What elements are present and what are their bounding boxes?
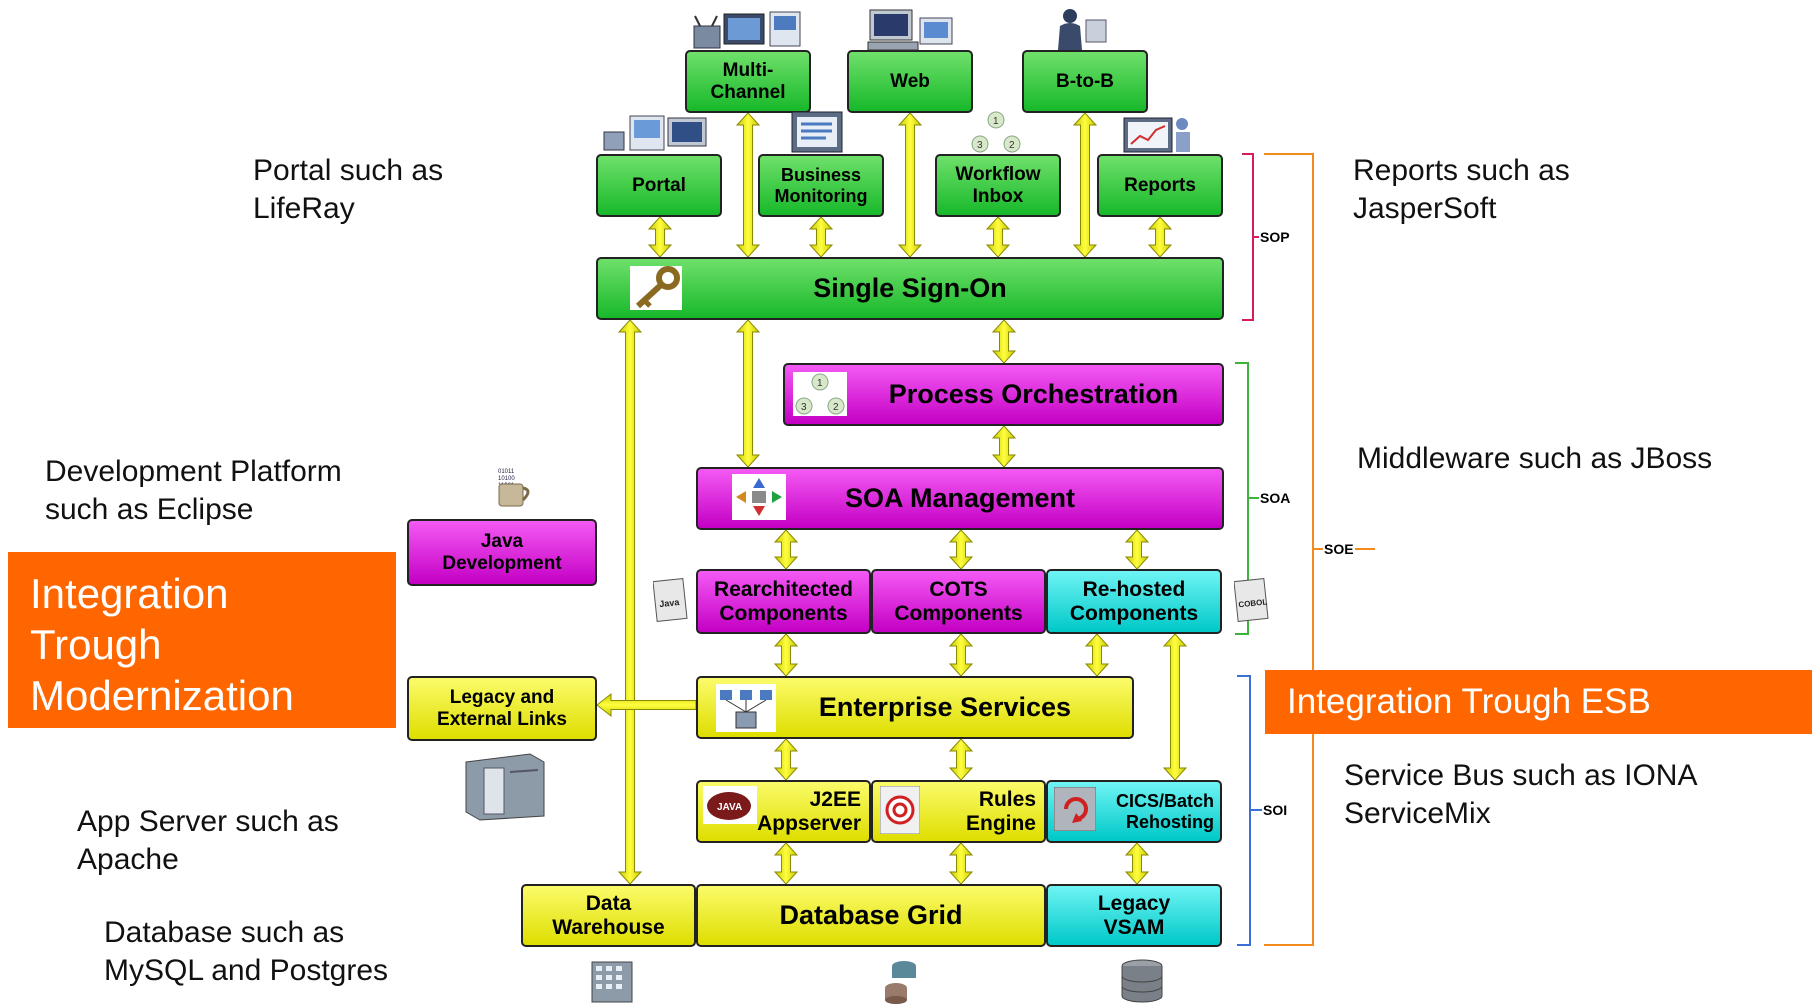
soa-management-icon: [732, 474, 786, 520]
database-grid-box[interactable]: Database Grid: [696, 884, 1046, 947]
b2b-box[interactable]: B-to-B: [1022, 50, 1148, 113]
arrow-portal-sso: [647, 216, 673, 258]
arrow-orchestration-soa: [991, 425, 1017, 468]
sop-label: SOP: [1259, 229, 1291, 245]
arrow-b2b-sso: [1072, 112, 1098, 258]
arrow-soa-rehosted: [1124, 529, 1150, 570]
arrow-soa-cots: [948, 529, 974, 570]
cots-components-box[interactable]: COTS Components: [871, 569, 1046, 634]
arrow-warehouse-sso: [617, 319, 643, 885]
java-mug-text: JAVA: [717, 802, 742, 813]
java-document-icon: Java: [653, 578, 688, 622]
database-annotation: Database such as MySQL and Postgres: [104, 916, 389, 988]
dev-platform-annotation: Development Platform such as Eclipse: [45, 455, 342, 527]
soa-label: SOA: [1259, 490, 1292, 506]
database-cluster-icon: [885, 961, 916, 1004]
arrow-es-j2ee: [773, 738, 799, 781]
desktop-computer-icon: [867, 9, 953, 51]
portal-box[interactable]: Portal: [596, 154, 722, 217]
cobol-doc-text: COBOL: [1238, 597, 1268, 609]
soi-bracket: [1237, 675, 1263, 946]
key-icon: [630, 266, 682, 310]
process-orchestration-box[interactable]: Process Orchestration: [783, 363, 1224, 426]
esb-banner: Integration Trough ESB: [1265, 670, 1812, 734]
multichannel-box[interactable]: Multi- Channel: [685, 50, 811, 113]
rules-target-icon: [880, 786, 920, 834]
enterprise-network-icon: [716, 684, 776, 732]
arrow-rules-db: [948, 842, 974, 885]
middleware-annotation: Middleware such as JBoss: [1357, 442, 1713, 475]
java-coffee-icon: JAVA: [703, 786, 757, 824]
svg-text:1: 1: [817, 378, 823, 389]
arrow-es-rules: [948, 738, 974, 781]
data-warehouse-box[interactable]: Data Warehouse: [521, 884, 696, 947]
soi-label: SOI: [1262, 802, 1289, 818]
office-building-icon: [591, 961, 633, 1003]
java-doc-text: Java: [659, 597, 681, 609]
web-box[interactable]: Web: [847, 50, 973, 113]
svg-text:3: 3: [801, 402, 807, 413]
cobol-document-icon: COBOL: [1234, 578, 1269, 622]
tv-monitor-icon: [693, 11, 801, 49]
arrow-rehosted-es: [1084, 633, 1110, 677]
monitoring-screen-icon: [791, 111, 843, 153]
single-sign-on-box[interactable]: Single Sign-On: [596, 257, 1224, 320]
arrow-soa-rearch: [773, 529, 799, 570]
arrow-cots-es: [948, 633, 974, 677]
orchestration-cycle-icon: 1 3 2: [793, 372, 847, 416]
arrow-sso-orchestration: [991, 319, 1017, 364]
arrow-cics-vsam: [1124, 842, 1150, 885]
server-rack-icon: [465, 753, 545, 821]
svg-text:1: 1: [993, 116, 999, 127]
arrow-rehosted-cics: [1162, 633, 1188, 781]
arrow-rearch-es: [773, 633, 799, 677]
java-development-box[interactable]: Java Development: [407, 519, 597, 586]
database-cylinder-icon: [1121, 959, 1163, 1003]
workflow-inbox-box[interactable]: Workflow Inbox: [935, 154, 1061, 217]
arrow-monitoring-sso: [808, 216, 834, 258]
svg-text:2: 2: [1009, 140, 1015, 151]
arrow-sso-soamgmt: [735, 319, 761, 468]
rearchitected-components-box[interactable]: Rearchitected Components: [696, 569, 871, 634]
service-bus-annotation: Service Bus such as IONA ServiceMix: [1344, 759, 1698, 831]
arrow-j2ee-db: [773, 842, 799, 885]
rehosting-cycle-icon: [1054, 787, 1096, 831]
portal-devices-icon: [603, 115, 707, 151]
app-server-annotation: App Server such as Apache: [77, 805, 339, 877]
arrow-workflow-sso: [985, 216, 1011, 258]
workflow-cycle-icon: 1 3 2: [971, 111, 1021, 153]
legacy-external-links-box[interactable]: Legacy and External Links: [407, 676, 597, 741]
arrow-multichannel-sso: [735, 112, 761, 258]
soe-label: SOE: [1323, 541, 1355, 557]
business-person-icon: [1058, 9, 1107, 50]
reports-chart-icon: [1123, 117, 1190, 153]
arrow-reports-sso: [1147, 216, 1173, 258]
coffee-mug-icon: 010111010011001: [498, 469, 530, 507]
portal-annotation: Portal such as LifeRay: [253, 154, 444, 226]
legacy-vsam-box[interactable]: Legacy VSAM: [1046, 884, 1222, 947]
rehosted-components-box[interactable]: Re-hosted Components: [1046, 569, 1222, 634]
reports-box[interactable]: Reports: [1097, 154, 1223, 217]
svg-text:3: 3: [977, 140, 983, 151]
svg-text:2: 2: [833, 402, 839, 413]
reports-annotation: Reports such as JasperSoft: [1353, 154, 1570, 226]
arrow-web-sso: [897, 112, 923, 258]
business-monitoring-box[interactable]: Business Monitoring: [758, 154, 884, 217]
arrow-es-legacy: [596, 692, 697, 718]
modernization-banner: Integration Trough Modernization: [8, 552, 396, 728]
